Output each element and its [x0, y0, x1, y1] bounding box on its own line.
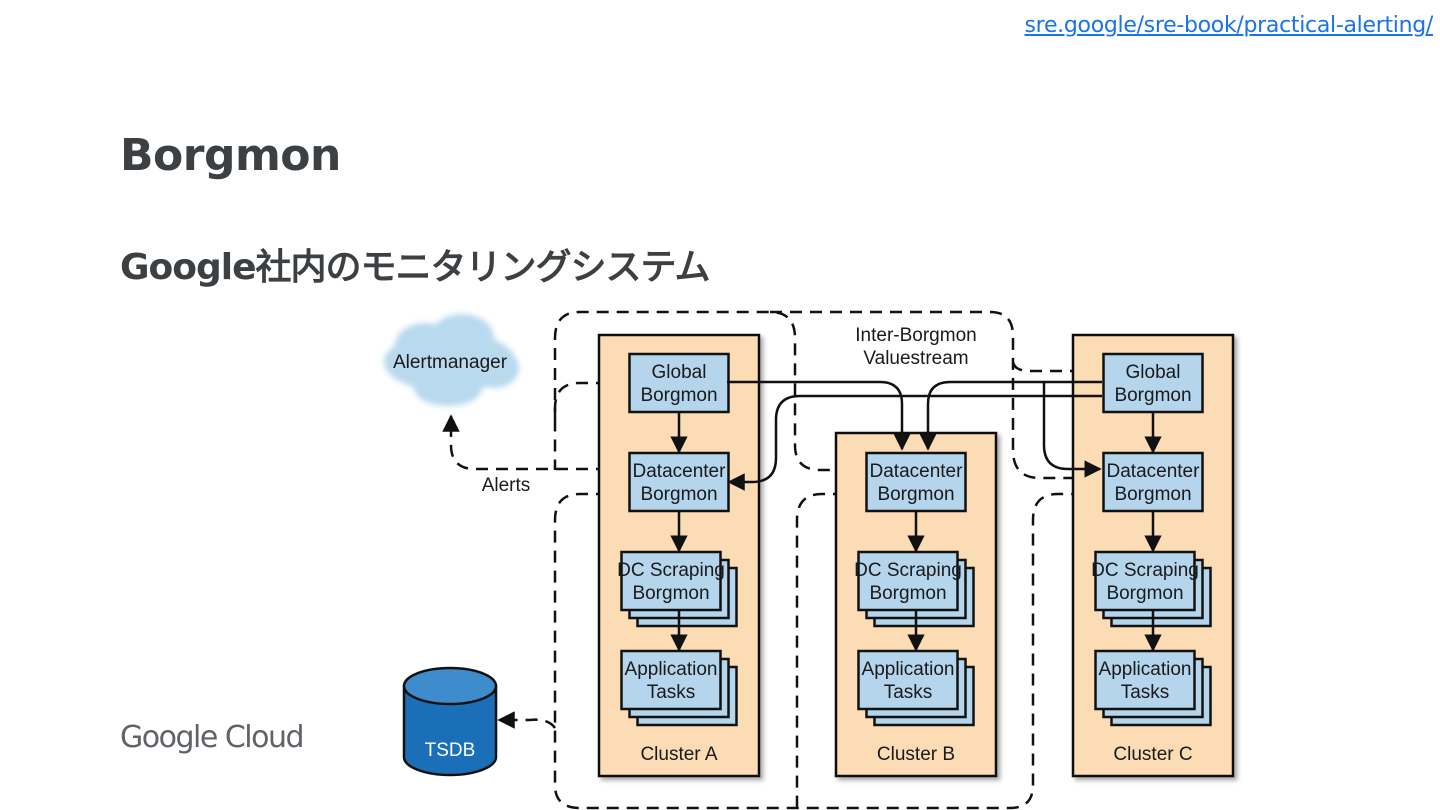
- node-label-line1: Datacenter: [1107, 461, 1201, 482]
- valuestream-label-line2: Valuestream: [863, 348, 968, 369]
- cluster-name: Cluster B: [877, 744, 955, 765]
- valuestream-boundary-c: [1011, 359, 1102, 373]
- tsdb-label: TSDB: [425, 740, 476, 761]
- alertmanager-cloud: Alertmanager: [384, 314, 519, 406]
- node-label-line2: Borgmon: [632, 583, 709, 604]
- dashed-boundaries: [553, 310, 1102, 810]
- node-label-line2: Borgmon: [640, 484, 717, 505]
- valuestream-label-line1: Inter-Borgmon: [855, 325, 976, 346]
- node-label-line1: Global: [652, 362, 707, 383]
- cluster-b-boundary: [795, 492, 865, 808]
- node-label-line2: Tasks: [647, 682, 696, 703]
- source-link[interactable]: sre.google/sre-book/practical-alerting/: [1024, 13, 1434, 38]
- node-label-line2: Borgmon: [1114, 484, 1191, 505]
- node-box: [1094, 550, 1196, 612]
- cloud-icon: [384, 314, 519, 406]
- node-label-line2: Borgmon: [877, 484, 954, 505]
- slide-title: Borgmon: [120, 130, 341, 181]
- google-cloud-logo: Google Cloud: [120, 720, 305, 755]
- node-label-line1: Datacenter: [870, 461, 964, 482]
- node-box: [620, 550, 722, 612]
- node-label-line1: Global: [1126, 362, 1181, 383]
- cluster-name: Cluster C: [1113, 744, 1192, 765]
- node-label-line2: Borgmon: [1106, 583, 1183, 604]
- alerts-arrow: [442, 414, 628, 471]
- node-label-line2: Tasks: [1121, 682, 1170, 703]
- node-label-line2: Tasks: [884, 682, 933, 703]
- node-box: [1102, 352, 1204, 414]
- tsdb-database-icon: TSDB: [402, 666, 498, 777]
- node-box: [620, 649, 722, 711]
- node-label-line1: DC Scraping: [1091, 560, 1199, 581]
- node-label-line1: Datacenter: [633, 461, 727, 482]
- global-boundary-a: [553, 310, 865, 472]
- global-boundary-a-inner: [553, 381, 628, 470]
- node-box: [857, 649, 959, 711]
- node-label-line1: Application: [862, 659, 955, 680]
- node-label-line2: Borgmon: [640, 385, 717, 406]
- node-box: [865, 451, 967, 513]
- valuestream-lines: [727, 380, 1102, 491]
- node-label-line2: Borgmon: [1114, 385, 1191, 406]
- node-label-line1: DC Scraping: [854, 560, 962, 581]
- cluster-name: Cluster A: [640, 744, 717, 765]
- node-label-line1: Application: [625, 659, 718, 680]
- vs-c-global-to-a-dc: [727, 394, 1102, 491]
- tsdb-arrow: [497, 711, 557, 729]
- vs-c-global-to-b-dc: [919, 380, 1102, 451]
- node-box: [1094, 649, 1196, 711]
- node-label-line1: DC Scraping: [617, 560, 725, 581]
- alerts-label: Alerts: [482, 475, 531, 496]
- node-box: [857, 550, 959, 612]
- vs-a-global-to-c-dc: [1042, 382, 1102, 478]
- cluster-a-boundary: [553, 492, 1102, 810]
- node-label-line1: Application: [1099, 659, 1192, 680]
- vs-a-global-to-b-dc: [727, 380, 911, 451]
- slide-subtitle: Google社内のモニタリングシステム: [120, 247, 710, 288]
- node-label-line2: Borgmon: [869, 583, 946, 604]
- valuestream-boundary: [770, 310, 1102, 480]
- alertmanager-label: Alertmanager: [393, 352, 508, 373]
